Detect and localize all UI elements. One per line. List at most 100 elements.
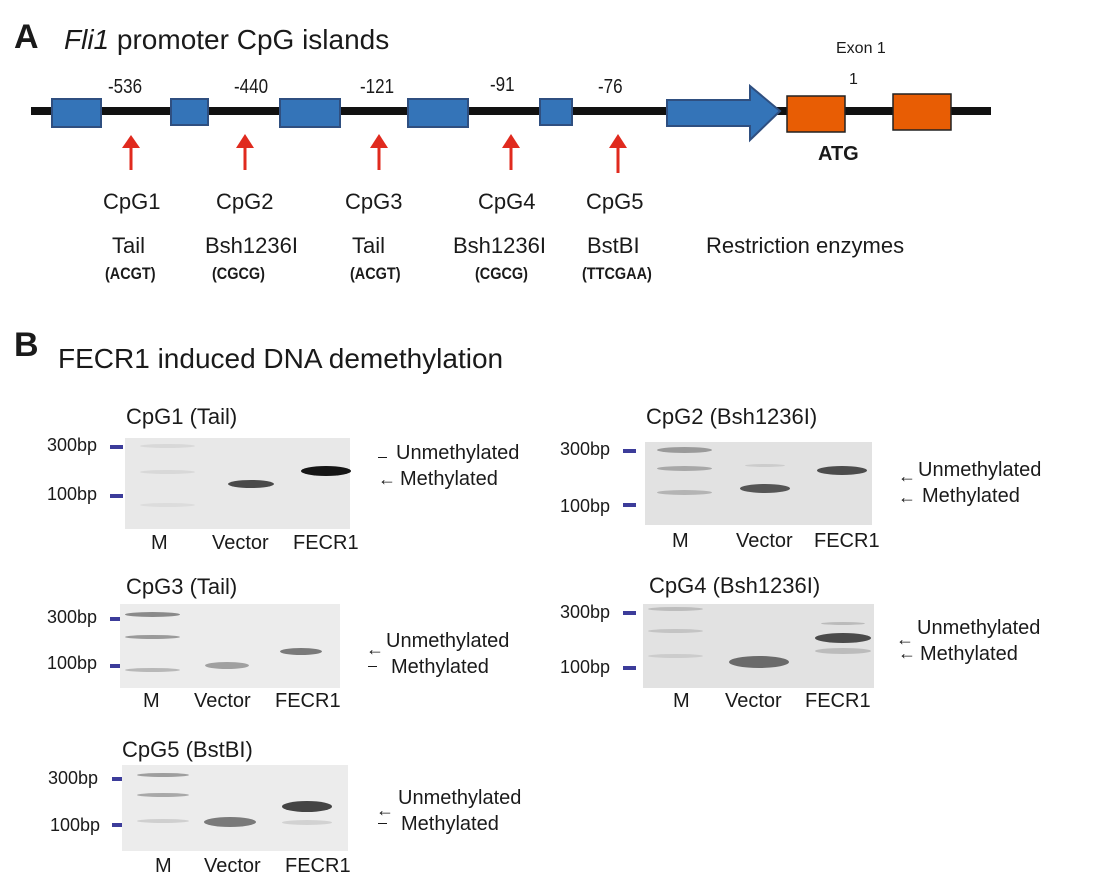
- ladder-100bp-label: 100bp: [47, 653, 98, 673]
- panel-a-letter: A: [14, 18, 39, 56]
- ladder-300bp-label: 300bp: [47, 435, 98, 455]
- restriction-enzymes-label: Restriction enzymes: [706, 233, 905, 258]
- panel-b-letter: B: [14, 326, 39, 364]
- cpg-box-5: [539, 98, 573, 126]
- cpg-site-name-4: CpG4: [478, 189, 536, 214]
- marker-band: [125, 612, 180, 617]
- exon-label: Exon 1: [836, 40, 886, 57]
- position-label-5: -76: [598, 76, 623, 98]
- ladder-300bp-label: 300bp: [560, 602, 611, 622]
- ladder-300bp-tick: [110, 445, 123, 449]
- cpg-box-4: [407, 98, 469, 128]
- fecr1-band: [301, 466, 351, 476]
- cpg-site-name-5: CpG5: [586, 189, 644, 214]
- cpg-site-name-3: CpG3: [345, 189, 403, 214]
- gel-image: [643, 604, 874, 688]
- lane-label-m: M: [143, 690, 160, 712]
- cpg-site-name-1: CpG1: [103, 189, 161, 214]
- marker-band: [137, 773, 189, 777]
- marker-band: [648, 607, 703, 611]
- marker-band: [140, 470, 195, 474]
- ladder-300bp-tick: [110, 617, 123, 621]
- enzyme-name-4: Bsh1236I: [453, 233, 546, 258]
- unmethylated-arrow-icon: ←: [376, 800, 394, 820]
- ladder-100bp-tick: [112, 823, 125, 827]
- marker-band: [657, 447, 712, 453]
- lane-label-fecr1: FECR1: [814, 530, 880, 552]
- unmethylated-label: Unmethylated: [396, 442, 520, 464]
- methylated-label: Methylated: [922, 485, 1020, 507]
- methylated-arrow-icon: ←: [898, 643, 916, 663]
- exon-box-1: [786, 95, 846, 133]
- motif-1: (ACGT): [105, 264, 156, 283]
- site-arrow-2: [236, 134, 254, 170]
- marker-band: [648, 629, 703, 633]
- ladder-100bp-label: 100bp: [50, 815, 101, 835]
- fecr1-band: [280, 648, 322, 655]
- site-arrow-4: [502, 134, 520, 170]
- ladder-300bp-tick: [623, 449, 636, 453]
- marker-band: [657, 466, 712, 471]
- methylated-arrow-icon: ←: [898, 487, 916, 507]
- methylated-label: Methylated: [391, 656, 489, 678]
- lane-label-fecr1: FECR1: [285, 855, 351, 877]
- lane-label-fecr1: FECR1: [805, 690, 871, 712]
- lane-label-fecr1: FECR1: [293, 532, 359, 554]
- lane-label-m: M: [672, 530, 689, 552]
- gel-title: CpG5 (BstBI): [122, 737, 253, 762]
- methylated-arrow-icon: ⎯: [368, 655, 377, 675]
- lane-label-vector: Vector: [194, 690, 251, 712]
- enzyme-name-2: Bsh1236I: [205, 233, 298, 258]
- panel-a-title-text: promoter CpG islands: [109, 24, 390, 55]
- methylated-label: Methylated: [400, 468, 498, 490]
- gel-image: [122, 765, 348, 851]
- methylated-arrow-icon: ←: [378, 469, 396, 489]
- lane-label-vector: Vector: [204, 855, 261, 877]
- marker-band: [648, 654, 703, 658]
- marker-band: [125, 668, 180, 672]
- methylated-label: Methylated: [920, 643, 1018, 665]
- methylated-arrow-icon: ⎯: [378, 812, 387, 832]
- cpg-box-1: [51, 98, 102, 128]
- ladder-100bp-label: 100bp: [560, 496, 611, 516]
- lane-label-vector: Vector: [212, 532, 269, 554]
- gel-title: CpG2 (Bsh1236I): [646, 404, 818, 429]
- atg-label: ATG: [818, 143, 859, 165]
- fecr1-band: [282, 801, 332, 812]
- ladder-300bp-label: 300bp: [47, 607, 98, 627]
- enzyme-name-3: Tail: [352, 233, 386, 258]
- vector-band: [205, 662, 249, 669]
- vector-band: [740, 484, 790, 493]
- ladder-100bp-tick: [110, 494, 123, 498]
- promoter-map: [31, 83, 991, 173]
- site-arrow-5: [609, 134, 627, 173]
- vector-band: [204, 817, 256, 827]
- cpg-box-3: [279, 98, 341, 128]
- fecr1-band: [817, 466, 867, 475]
- lane-label-m: M: [673, 690, 690, 712]
- ladder-300bp-tick: [112, 777, 125, 781]
- enzyme-name-5: BstBI: [587, 233, 640, 258]
- vector-band: [228, 480, 274, 488]
- cpg-site-name-2: CpG2: [216, 189, 274, 214]
- position-label-1: -536: [108, 76, 143, 98]
- lane-label-vector: Vector: [736, 530, 793, 552]
- ladder-300bp-tick: [623, 611, 636, 615]
- promoter-line: [31, 107, 991, 115]
- vector-band-faint: [745, 464, 785, 467]
- site-arrow-3: [370, 134, 388, 170]
- unmethylated-label: Unmethylated: [918, 459, 1042, 481]
- unmethylated-label: Unmethylated: [398, 787, 522, 809]
- promoter-arrow: [666, 83, 782, 143]
- panel-b-title: FECR1 induced DNA demethylation: [58, 343, 504, 374]
- exon-number: 1: [849, 71, 858, 88]
- unmethylated-arrow-icon: ⎯: [378, 446, 387, 466]
- marker-band: [657, 490, 712, 495]
- motif-5: (TTCGAA): [582, 264, 652, 283]
- marker-band: [137, 793, 189, 797]
- ladder-300bp-label: 300bp: [48, 768, 99, 788]
- lane-label-m: M: [155, 855, 172, 877]
- motif-3: (ACGT): [350, 264, 401, 283]
- gel-title: CpG4 (Bsh1236I): [649, 573, 821, 598]
- cpg-box-2: [170, 98, 209, 126]
